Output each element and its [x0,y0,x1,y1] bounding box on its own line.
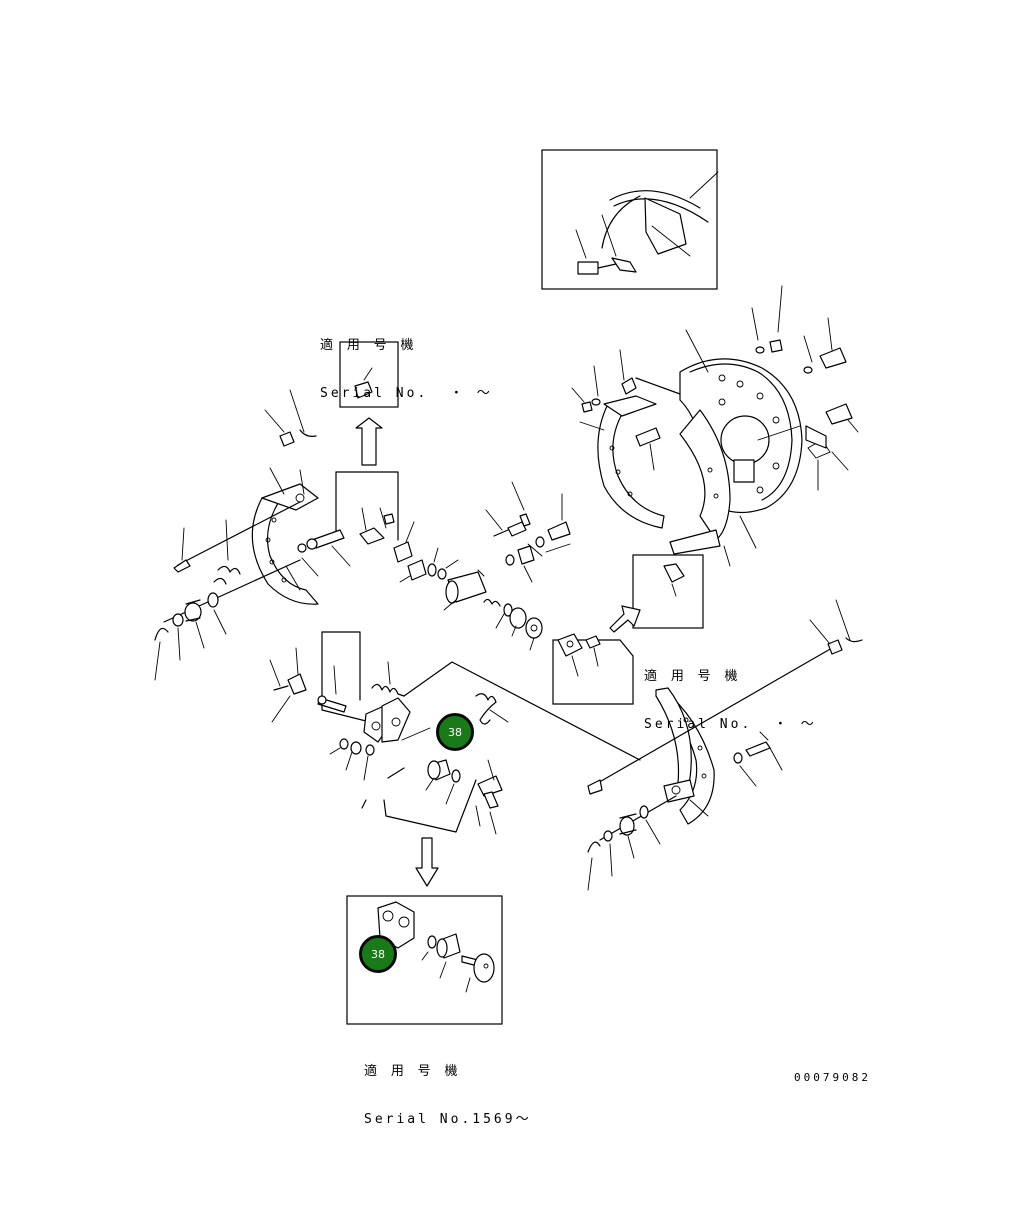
detail-box-top-right [541,149,719,290]
drawing-code: 00079082 [794,1071,871,1084]
serial-note-right: 適 用 号 機 Serial No. ・ ～ [644,637,817,749]
central-parts [297,507,543,651]
connector-group [485,481,571,583]
part-callout-38-lower[interactable]: 38 [359,935,397,973]
detail-box-right [552,554,704,705]
serial-note-right-line2: Serial No. ・ ～ [644,717,817,732]
serial-note-top-line2: Serial No. ・ ～ [320,386,493,401]
detail-box-top-center [335,341,399,541]
serial-note-bottom-line1: 適 用 号 機 [364,1064,461,1079]
right-upper-shoe [571,349,757,567]
lower-right-shoe [587,599,863,891]
serial-note-bottom-line2: Serial No.1569～ [364,1112,532,1127]
left-brake-shoe [154,389,319,681]
part-callout-38-upper[interactable]: 38 [436,713,474,751]
bottom-detail [346,837,503,1025]
serial-note-bottom: 適 用 号 機 Serial No.1569～ [364,1032,532,1144]
serial-note-right-line1: 適 用 号 機 [644,669,741,684]
serial-note-top: 適 用 号 機 Serial No. ・ ～ [320,306,493,418]
lower-linkage [269,631,641,835]
serial-note-top-line1: 適 用 号 機 [320,338,417,353]
